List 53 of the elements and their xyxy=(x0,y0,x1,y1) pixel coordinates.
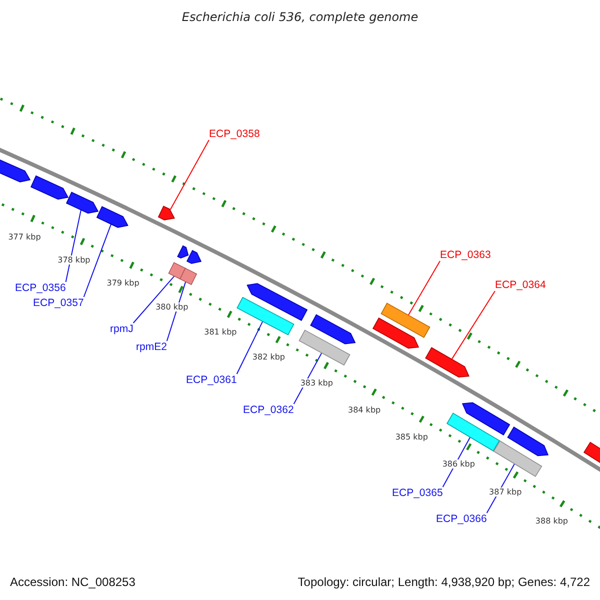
gene-label: ECP_0361 xyxy=(186,374,237,386)
gene-feature xyxy=(66,192,99,214)
gene-feature xyxy=(493,440,542,478)
gene-label: ECP_0365 xyxy=(392,487,443,499)
gene-feature xyxy=(380,302,430,338)
gene-feature xyxy=(462,402,510,436)
gene-label: ECP_0357 xyxy=(33,297,84,309)
scale-label: 378 kbp xyxy=(56,255,92,264)
gene-label: ECP_0364 xyxy=(495,279,546,291)
scale-label: 383 kbp xyxy=(299,378,334,388)
gene-label: rpmE2 xyxy=(136,341,167,353)
gene-feature xyxy=(310,314,356,344)
scale-label: 388 kbp xyxy=(534,516,569,526)
scale-label: 381 kbp xyxy=(203,328,238,337)
scale-label: 377 kbp xyxy=(7,232,42,242)
scale-label: 385 kbp xyxy=(394,432,429,442)
scale-label: 379 kbp xyxy=(106,278,140,288)
leader-line xyxy=(170,140,210,210)
gene-feature xyxy=(446,412,500,452)
leader-line xyxy=(442,436,471,488)
gene-feature xyxy=(168,262,186,280)
gene-label: ECP_0358 xyxy=(209,128,260,140)
scale-label: 380 kbp xyxy=(154,302,190,312)
leader-line xyxy=(408,260,440,316)
leader-line xyxy=(65,209,82,282)
leader-line xyxy=(132,276,175,324)
gene-feature xyxy=(298,330,350,366)
scale-label: 382 kbp xyxy=(251,352,286,362)
leader-line xyxy=(83,224,112,298)
gene-label: ECP_0363 xyxy=(440,249,491,261)
gene-feature xyxy=(236,296,294,336)
gene-feature xyxy=(158,206,176,220)
gene-label: ECP_0366 xyxy=(436,513,487,525)
accession-text: Accession: NC_008253 xyxy=(10,575,136,589)
gene-feature xyxy=(246,283,308,321)
gene-feature xyxy=(96,206,128,228)
gene-feature xyxy=(30,175,69,200)
scale-label: 384 kbp xyxy=(347,405,382,414)
gene-feature xyxy=(186,250,202,264)
leader-line xyxy=(236,320,264,374)
gene-feature xyxy=(177,245,189,259)
scale-label: 386 kbp xyxy=(441,460,476,469)
gene-feature xyxy=(507,426,549,456)
gene-label: ECP_0356 xyxy=(15,282,66,294)
gene-feature xyxy=(425,347,470,378)
gene-label: ECP_0362 xyxy=(243,404,294,416)
map-title: Escherichia coli 536, complete genome xyxy=(182,10,418,25)
gene-label: rpmJ xyxy=(110,323,134,335)
scale-label: 387 kbp xyxy=(488,488,523,497)
gene-feature xyxy=(179,268,198,286)
leader-line xyxy=(451,290,496,360)
genome-info-text: Topology: circular; Length: 4,938,920 bp; Genes: 4,722 xyxy=(298,575,590,589)
gene-feature xyxy=(372,317,420,349)
